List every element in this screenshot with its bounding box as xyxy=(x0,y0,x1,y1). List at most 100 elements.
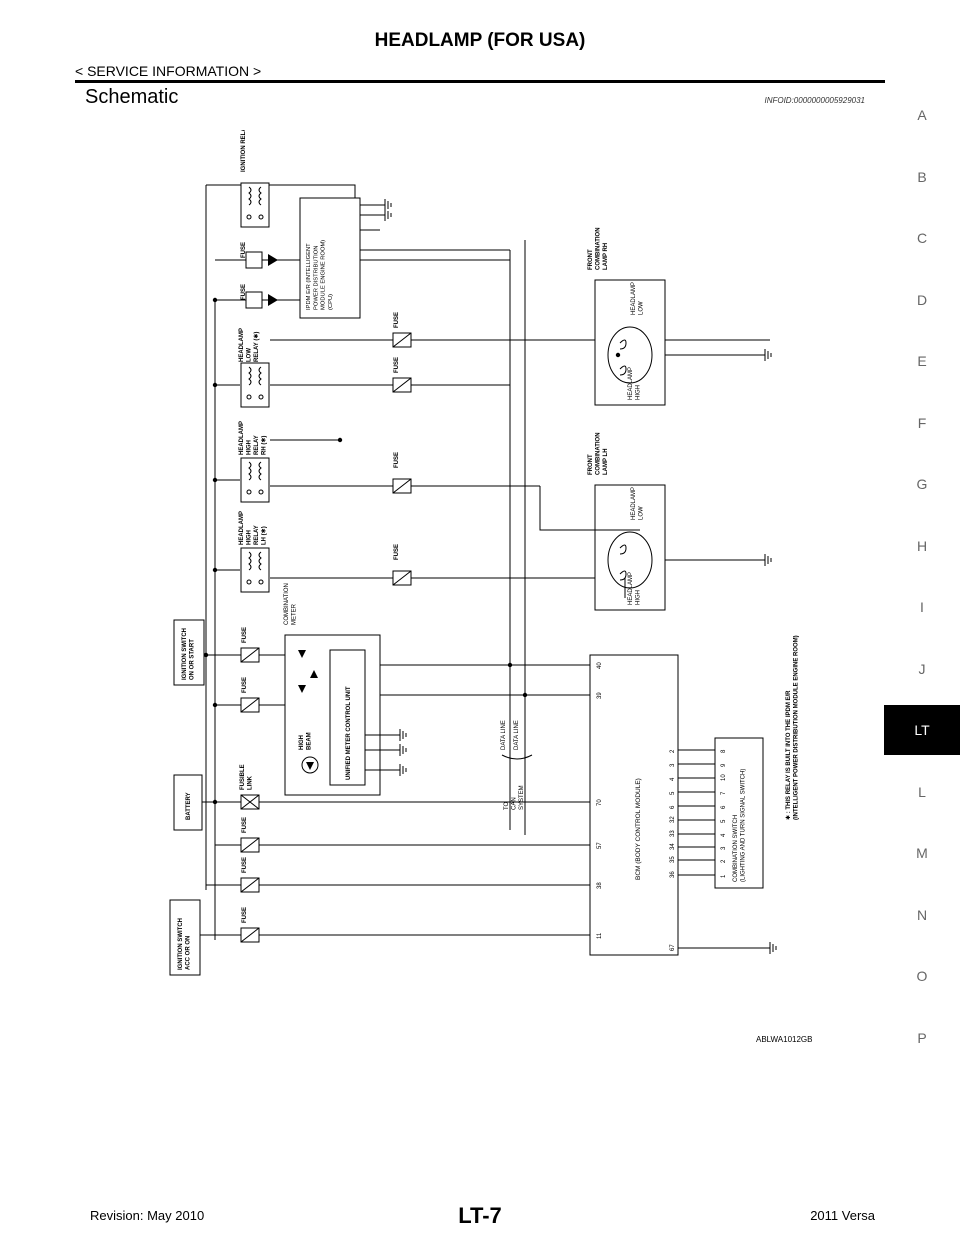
svg-text:35: 35 xyxy=(670,856,676,863)
svg-text:FUSE: FUSE xyxy=(242,817,248,833)
svg-text:HIGH: HIGH xyxy=(636,385,642,400)
junction-dot xyxy=(203,652,209,658)
side-tab-b[interactable]: B xyxy=(917,168,927,185)
svg-text:11: 11 xyxy=(597,932,603,939)
switch-pin-label: 3 xyxy=(721,846,727,850)
svg-text:DATA LINE: DATA LINE xyxy=(501,720,507,750)
bcm-pin-label: 32 xyxy=(670,816,676,823)
headlamp-low-relay-contact xyxy=(258,394,264,400)
svg-text:ON OR START: ON OR START xyxy=(190,639,196,680)
wire xyxy=(539,486,640,531)
side-tab-h[interactable]: H xyxy=(916,537,928,554)
junction-dot xyxy=(212,382,218,388)
svg-text:2: 2 xyxy=(721,859,727,863)
footer-model: 2011 Versa xyxy=(810,1208,875,1223)
svg-text:(LIGHTING AND TURN SIGNAL SWIT: (LIGHTING AND TURN SIGNAL SWITCH) xyxy=(741,769,747,882)
svg-text:32: 32 xyxy=(670,816,676,823)
side-tab-a[interactable]: A xyxy=(917,107,927,123)
bcm-pin-label: 35 xyxy=(670,856,676,863)
diode-icon xyxy=(298,685,306,693)
bcm-pin-label: 40 xyxy=(597,662,603,669)
side-tab-o[interactable]: O xyxy=(916,968,928,984)
junction-dot xyxy=(507,662,513,668)
svg-text:HEADLAMP: HEADLAMP xyxy=(239,328,245,362)
svg-text:LINK: LINK xyxy=(248,775,254,790)
svg-text:SYSTEM: SYSTEM xyxy=(519,785,525,810)
svg-text:POWER DISTRIBUTION: POWER DISTRIBUTION xyxy=(313,246,319,310)
svg-text:FUSIBLE: FUSIBLE xyxy=(240,764,246,790)
fuse-label: FUSE xyxy=(394,452,400,468)
svg-text:40: 40 xyxy=(597,662,603,669)
svg-text:70: 70 xyxy=(597,799,603,806)
side-tab-c[interactable]: C xyxy=(916,230,928,246)
svg-text:FUSE: FUSE xyxy=(394,357,400,373)
svg-text:METER: METER xyxy=(292,603,298,625)
side-tab-e[interactable]: E xyxy=(917,353,927,369)
fuse-label: FUSE xyxy=(241,284,247,300)
side-tab-d[interactable]: D xyxy=(916,291,928,308)
headlamp-high-relay-rh xyxy=(240,457,270,503)
fuse-symbol xyxy=(240,837,260,853)
side-tab-m[interactable]: M xyxy=(916,845,928,861)
side-tab-l[interactable]: L xyxy=(918,783,926,800)
svg-text:FUSE: FUSE xyxy=(394,452,400,468)
svg-text:HEADLAMP: HEADLAMP xyxy=(631,487,637,520)
svg-text:LOW: LOW xyxy=(639,301,645,315)
svg-text:8: 8 xyxy=(721,749,727,753)
fuse-symbol xyxy=(245,291,263,309)
svg-text:IPDM E/R (INTELLIGENT: IPDM E/R (INTELLIGENT xyxy=(306,243,312,310)
side-tab-n[interactable]: N xyxy=(916,906,928,923)
headlamp-low-relay-coil xyxy=(248,366,252,386)
svg-text:FUSE: FUSE xyxy=(241,242,247,258)
fuse-label: FUSE xyxy=(242,857,248,873)
svg-text:HIGH: HIGH xyxy=(247,530,253,545)
fuse-symbol xyxy=(245,251,263,269)
junction-dot xyxy=(212,799,218,805)
svg-text:LAMP LH: LAMP LH xyxy=(603,448,609,475)
svg-text:FUSE: FUSE xyxy=(242,677,248,693)
side-tab-g[interactable]: G xyxy=(916,476,928,492)
svg-text:BATTERY: BATTERY xyxy=(186,792,192,820)
svg-text:6: 6 xyxy=(670,805,676,809)
fuse-label: FUSE xyxy=(242,677,248,693)
svg-text:HIGH: HIGH xyxy=(299,735,305,750)
svg-text:IGNITION RELAY (✱): IGNITION RELAY (✱) xyxy=(240,130,247,172)
svg-text:7: 7 xyxy=(721,791,727,795)
svg-text:RH (✱): RH (✱) xyxy=(261,436,268,455)
combination-switch xyxy=(714,737,764,889)
breadcrumb: < SERVICE INFORMATION > xyxy=(75,63,262,79)
svg-text:FUSE: FUSE xyxy=(242,907,248,923)
junction-dot xyxy=(212,477,218,483)
side-tab-f[interactable]: F xyxy=(917,414,927,431)
svg-text:4: 4 xyxy=(670,777,676,781)
headlamp-low-relay-contact xyxy=(246,394,252,400)
svg-text:COMBINATION: COMBINATION xyxy=(596,432,602,475)
svg-text:33: 33 xyxy=(670,830,676,837)
svg-text:IGNITION SWITCH: IGNITION SWITCH xyxy=(182,628,188,680)
side-tab-i[interactable]: I xyxy=(920,599,924,615)
side-tab-j[interactable]: J xyxy=(918,660,926,677)
headlamp-high-relay-lh xyxy=(240,547,270,593)
data-line-label: DATA LINE xyxy=(501,720,507,750)
svg-text:HIGH: HIGH xyxy=(636,590,642,605)
fuse-symbol xyxy=(240,877,260,893)
side-tab-lt[interactable]: LT xyxy=(884,705,960,755)
svg-text:LOW: LOW xyxy=(639,506,645,520)
page-title: HEADLAMP (FOR USA) xyxy=(374,30,586,51)
bcm-pin-label: 2 xyxy=(670,749,676,753)
svg-text:✱ : THIS RELAY IS BUILT INTO T: ✱ : THIS RELAY IS BUILT INTO THE IPDM E/… xyxy=(785,690,792,820)
bcm-pin-label: 70 xyxy=(597,799,603,806)
headlamp-high-relay-lh-contact xyxy=(246,579,252,585)
info-id: INFOID:0000000005929031 xyxy=(764,96,865,105)
svg-text:FUSE: FUSE xyxy=(394,544,400,560)
switch-pin-label: 5 xyxy=(721,819,727,823)
svg-text:FRONT: FRONT xyxy=(588,454,594,475)
fuse-symbol xyxy=(392,377,412,393)
footer-page-number: LT-7 xyxy=(458,1203,502,1228)
side-tab-p[interactable]: P xyxy=(917,1029,927,1046)
battery xyxy=(173,774,203,831)
